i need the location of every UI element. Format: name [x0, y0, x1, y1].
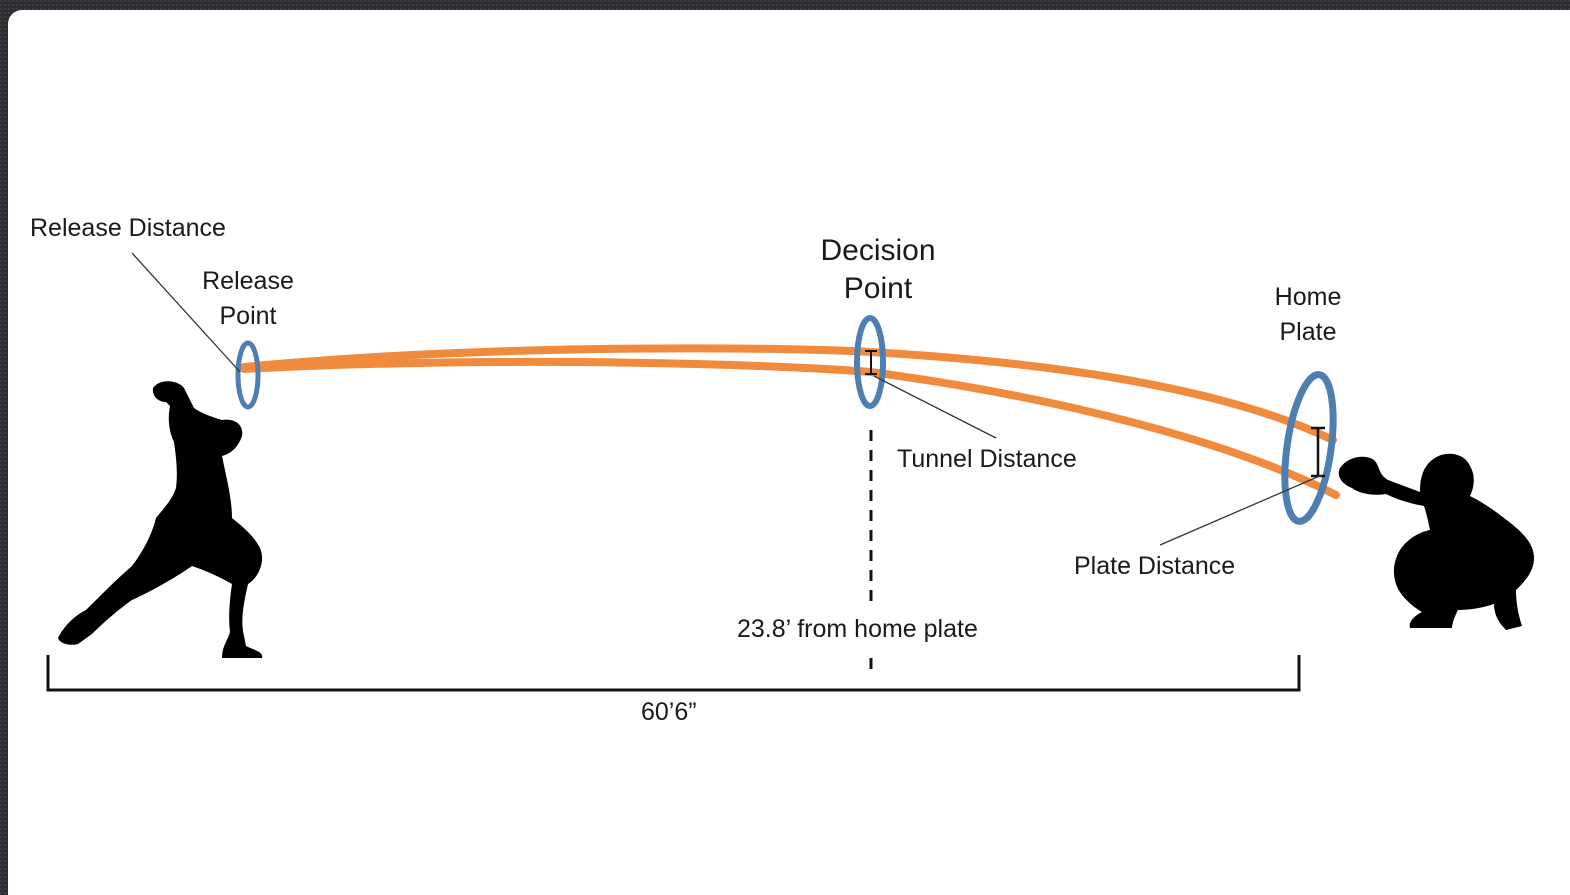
decision-point-label: Decision Point: [803, 232, 953, 307]
decision-point-ring: [854, 315, 886, 409]
decision-point-label-line1: Decision: [820, 234, 936, 267]
pitch-path-lower: [240, 357, 1340, 499]
pitcher-silhouette-icon: [58, 381, 263, 658]
tunnel-distance-label: Tunnel Distance: [897, 445, 1077, 473]
pitch-tunnel-diagram: [46, 252, 1534, 692]
release-distance-label: Release Distance: [30, 214, 226, 242]
home-plate-ring: [1281, 371, 1337, 525]
total-distance-label: 60’6”: [641, 698, 697, 726]
home-plate-label-line2: Plate: [1279, 318, 1337, 347]
release-point-label-line2: Point: [219, 302, 277, 331]
tunnel-distance-marker: [865, 350, 877, 375]
home-plate-label: Home Plate: [1253, 282, 1363, 349]
plate-distance-leader: [1159, 474, 1323, 546]
tunnel-distance-leader: [873, 375, 997, 439]
plate-distance-label: Plate Distance: [1074, 552, 1236, 580]
release-point-label-line1: Release: [202, 267, 294, 295]
decision-distance-label: 23.8’ from home plate: [737, 615, 978, 643]
total-distance-bracket: [46, 655, 1301, 692]
diagram-canvas: Release Distance Release Point Decision …: [8, 10, 1570, 895]
pitch-path-upper: [240, 344, 1337, 444]
home-plate-label-line1: Home: [1274, 283, 1342, 311]
release-point-ring: [235, 340, 261, 410]
release-point-label: Release Point: [183, 266, 313, 333]
catcher-silhouette-icon: [1338, 453, 1534, 630]
decision-point-label-line2: Point: [843, 271, 913, 305]
plate-distance-marker: [1311, 426, 1325, 478]
release-distance-leader: [131, 252, 241, 373]
